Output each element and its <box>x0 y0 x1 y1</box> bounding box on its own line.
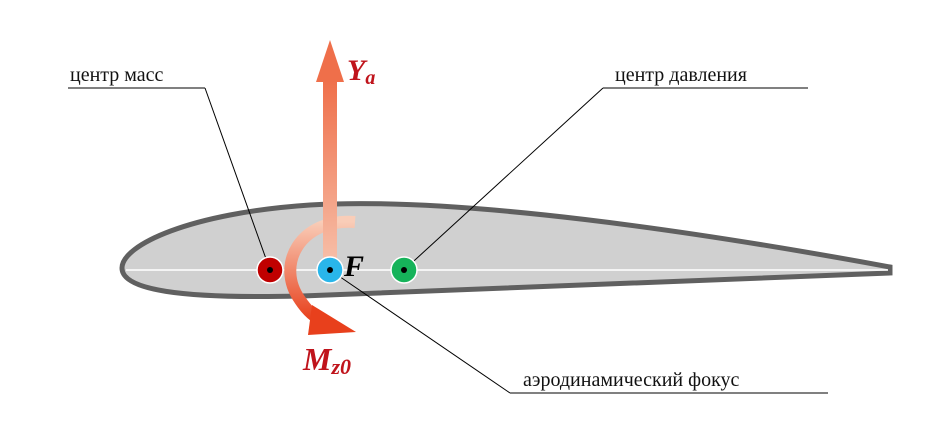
center-of-pressure-dot <box>401 267 407 273</box>
center-of-mass-label: центр масс <box>70 64 164 86</box>
focus-symbol: F <box>343 250 364 283</box>
center-of-pressure-label: центр давления <box>615 64 747 86</box>
focus-leader <box>329 269 511 394</box>
focus-dot <box>327 267 333 273</box>
moment-symbol: Mz0 <box>302 341 351 379</box>
lift-arrow-shaft <box>323 80 337 270</box>
cop-leader <box>403 87 604 271</box>
center-of-mass-dot <box>267 267 273 273</box>
com-leader <box>204 87 271 271</box>
aerodynamic-focus-label: аэродинамический фокус <box>523 369 740 391</box>
airfoil <box>119 201 893 300</box>
moment-arrowhead <box>308 305 356 335</box>
lift-symbol: Ya <box>347 54 375 89</box>
lift-arrowhead <box>316 40 344 82</box>
